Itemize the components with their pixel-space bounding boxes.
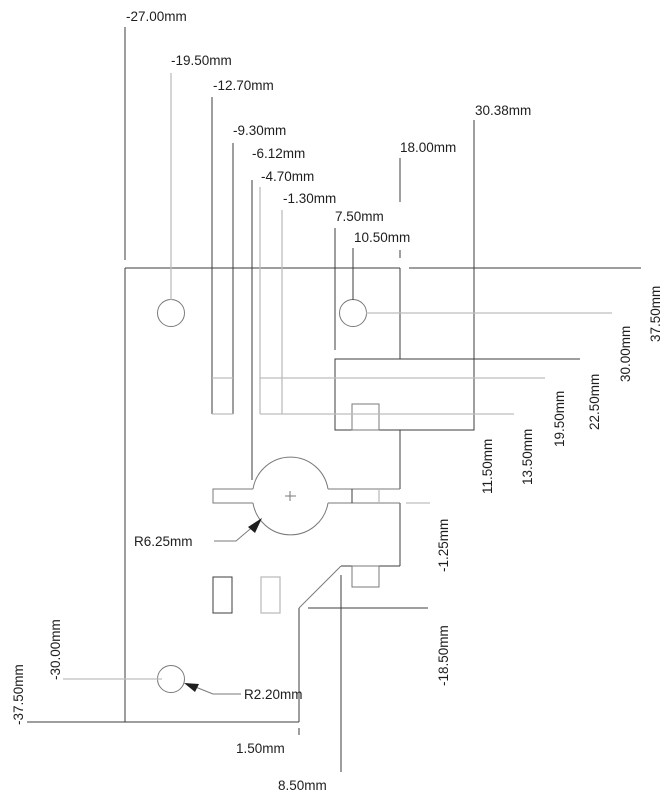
label-y-18_5: -18.50mm: [436, 625, 451, 686]
label-x-4_7: -4.70mm: [261, 169, 314, 184]
vertical-dim-labels: 37.50mm 30.00mm 22.50mm 19.50mm 13.50mm …: [11, 286, 663, 725]
label-r6_25: R6.25mm: [134, 534, 193, 549]
label-y13_5: 13.50mm: [520, 429, 535, 485]
horizontal-extension-lines: [124, 27, 475, 772]
radius-labels: R6.25mm R2.20mm: [134, 534, 303, 702]
label-x-6_12: -6.12mm: [252, 146, 305, 161]
label-y37_5: 37.50mm: [648, 286, 663, 342]
label-x-27: -27.00mm: [126, 9, 187, 24]
circle-bottom-arc: [252, 502, 329, 536]
connector-pin: [351, 403, 380, 431]
keyhole-slot: [212, 456, 400, 536]
connector-body: [334, 358, 475, 431]
label-x8_5: 8.50mm: [278, 778, 327, 793]
vertical-slots: [211, 180, 253, 480]
hole-top-left: [157, 299, 185, 327]
horizontal-dim-labels: -27.00mm -19.50mm -12.70mm -9.30mm -6.12…: [126, 9, 531, 793]
outline-chamfer: [298, 565, 342, 609]
label-x-19_5: -19.50mm: [171, 53, 232, 68]
label-y30: 30.00mm: [618, 326, 633, 382]
leader-r6_25: [214, 523, 257, 542]
pad-2: [260, 576, 281, 614]
circle-top-arc: [252, 456, 329, 490]
label-y11_5: 11.50mm: [480, 439, 495, 494]
hole-top-right: [339, 299, 367, 327]
label-x30_38: 30.38mm: [475, 103, 531, 118]
label-x10_5: 10.50mm: [354, 230, 410, 245]
connector-block: [334, 358, 475, 431]
label-y19_5: 19.50mm: [552, 391, 567, 447]
label-x18: 18.00mm: [400, 140, 456, 155]
pad-notch: [351, 565, 380, 588]
leader-r2_2: [192, 685, 241, 695]
arrowhead-r2_2: [184, 683, 199, 692]
label-x1_5: 1.50mm: [236, 741, 285, 756]
label-y22_5: 22.50mm: [587, 374, 602, 430]
mounting-holes: [157, 299, 367, 693]
label-y-30: -30.00mm: [48, 619, 63, 680]
slot-left-arm: [212, 488, 253, 504]
radius-leaders: [184, 518, 262, 695]
label-x-9_3: -9.30mm: [233, 123, 286, 138]
label-y-1_25: -1.25mm: [436, 519, 451, 572]
label-x-1_3: -1.30mm: [283, 191, 336, 206]
label-x-12_7: -12.70mm: [213, 78, 274, 93]
pads: [212, 565, 380, 614]
pad-1: [212, 576, 233, 614]
label-y-37_5: -37.50mm: [11, 664, 26, 725]
label-x7_5: 7.50mm: [335, 209, 384, 224]
board-outline: [124, 267, 401, 723]
arrowhead-r6_25: [248, 518, 262, 533]
vertical-extension-lines: [27, 267, 641, 723]
label-r2_2: R2.20mm: [244, 687, 303, 702]
